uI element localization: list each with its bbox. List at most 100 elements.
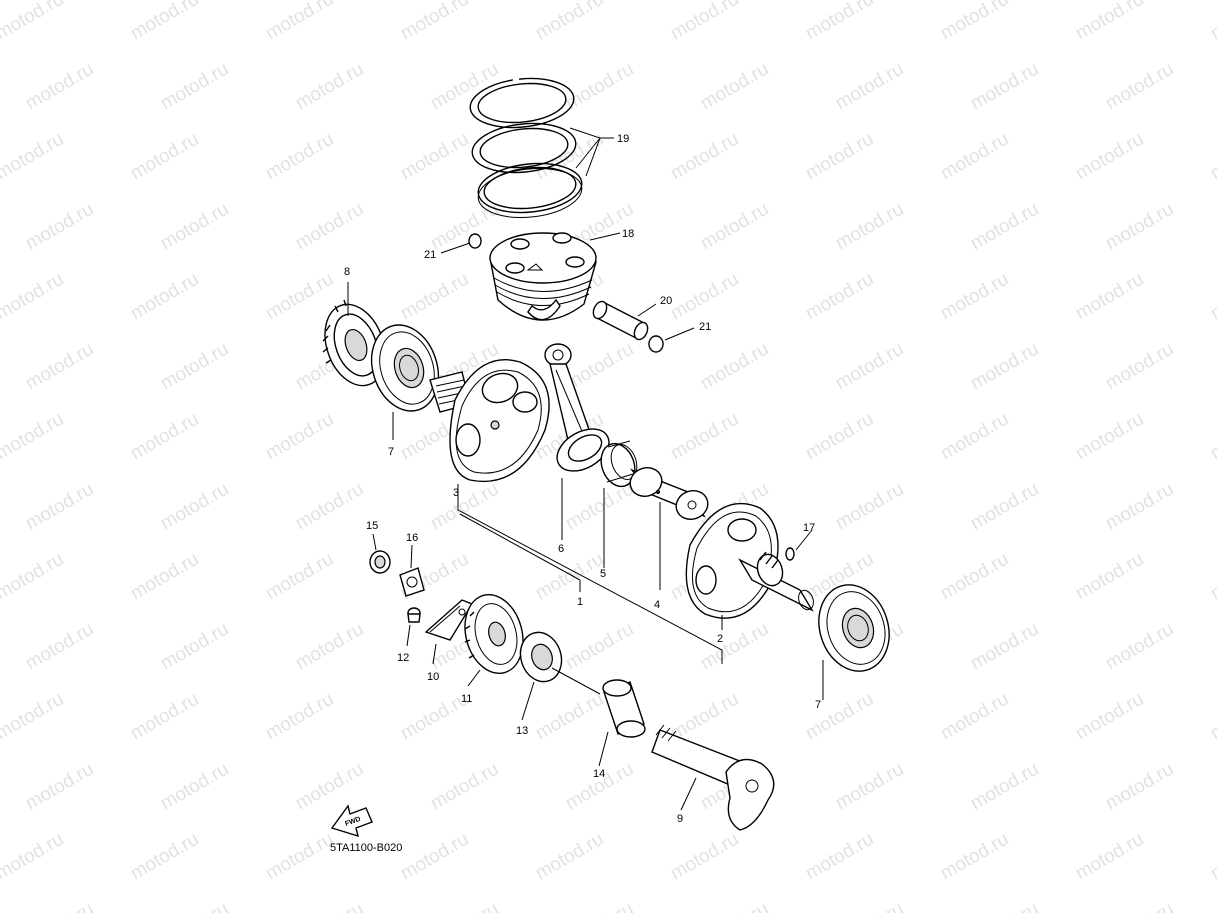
watermark-text: motod.ru <box>397 269 472 325</box>
callout-20: 20 <box>660 295 672 307</box>
callout-18: 18 <box>622 228 634 240</box>
callout-7: 7 <box>388 446 394 458</box>
watermark-text: motod.ru <box>127 409 202 465</box>
watermark-text: motod.ru <box>292 199 367 255</box>
watermark-text: motod.ru <box>832 339 907 395</box>
watermark-text: motod.ru <box>157 619 232 675</box>
watermark-text: motod.ru <box>1072 689 1147 745</box>
callout-9: 9 <box>677 813 683 825</box>
watermark-text: motod.ru <box>532 0 607 44</box>
watermark-text: motod.ru <box>967 59 1042 115</box>
balancer-needle-bearing <box>602 679 646 738</box>
watermark-text: motod.ru <box>127 0 202 44</box>
watermark-text: motod.ru <box>697 619 772 675</box>
watermark-text: motod.ru <box>832 759 907 815</box>
watermark-text: motod.ru <box>967 899 1042 913</box>
watermark-text: motod.ru <box>1207 409 1217 465</box>
watermark-text: motod.ru <box>262 129 337 185</box>
watermark-text: motod.ru <box>262 829 337 885</box>
watermark-text: motod.ru <box>157 479 232 535</box>
watermark-text: motod.ru <box>1102 59 1177 115</box>
watermark-text: motod.ru <box>562 759 637 815</box>
watermark-text: motod.ru <box>22 479 97 535</box>
watermark-text: motod.ru <box>697 899 772 913</box>
forward-arrow-icon: FWD <box>330 804 373 838</box>
watermark-text: motod.ru <box>127 829 202 885</box>
callout-16: 16 <box>406 532 418 544</box>
watermark-text: motod.ru <box>427 479 502 535</box>
watermark-text: motod.ru <box>0 549 67 605</box>
watermark-text: motod.ru <box>262 0 337 44</box>
watermark-text: motod.ru <box>22 759 97 815</box>
balancer-bearing <box>519 631 563 683</box>
watermark-text: motod.ru <box>1207 689 1217 745</box>
watermark-text: motod.ru <box>667 409 742 465</box>
callout-12: 12 <box>397 652 409 664</box>
watermark-text: motod.ru <box>22 899 97 913</box>
watermark-text: motod.ru <box>397 129 472 185</box>
watermark-text: motod.ru <box>802 269 877 325</box>
watermark-text: motod.ru <box>562 59 637 115</box>
watermark-text: motod.ru <box>1102 339 1177 395</box>
watermark-text: motod.ru <box>1072 269 1147 325</box>
callout-1: 1 <box>577 596 583 608</box>
watermark-text: motod.ru <box>0 689 67 745</box>
callout-21: 21 <box>424 249 436 261</box>
watermark-text: motod.ru <box>1207 549 1217 605</box>
watermark-text: motod.ru <box>292 619 367 675</box>
callout-14: 14 <box>593 768 605 780</box>
primary-drive-gear <box>322 299 386 387</box>
watermark-text: motod.ru <box>802 0 877 44</box>
watermark-text: motod.ru <box>937 269 1012 325</box>
callout-13: 13 <box>516 725 528 737</box>
watermark-text: motod.ru <box>1207 129 1217 185</box>
watermark-text: motod.ru <box>127 129 202 185</box>
watermark-text: motod.ru <box>1102 199 1177 255</box>
watermark-text: motod.ru <box>967 479 1042 535</box>
watermark-text: motod.ru <box>802 829 877 885</box>
callout-labels: 19 18 21 20 21 8 7 3 6 5 1 4 2 17 7 15 1… <box>344 133 821 825</box>
watermark-text: motod.ru <box>697 339 772 395</box>
balancer-collar <box>369 550 391 574</box>
lock-washer <box>399 567 425 597</box>
watermark-text: motod.ru <box>667 129 742 185</box>
watermark-text: motod.ru <box>1102 479 1177 535</box>
watermark-text: motod.ru <box>427 899 502 913</box>
watermark-text: motod.ru <box>667 269 742 325</box>
watermark-text: motod.ru <box>262 409 337 465</box>
woodruff-key <box>785 547 795 561</box>
watermark-text: motod.ru <box>832 59 907 115</box>
watermark-text: motod.ru <box>292 479 367 535</box>
piston-rings <box>469 76 583 218</box>
watermark-text: motod.ru <box>937 689 1012 745</box>
watermark-text: motod.ru <box>832 899 907 913</box>
watermark-text: motod.ru <box>292 759 367 815</box>
balancer-shaft <box>651 724 775 831</box>
watermark-text: motod.ru <box>1072 549 1147 605</box>
watermark-text: motod.ru <box>562 619 637 675</box>
watermark-text: motod.ru <box>1102 759 1177 815</box>
watermark-text: motod.ru <box>397 0 472 44</box>
leader-lines <box>347 127 824 811</box>
watermark-text: motod.ru <box>22 199 97 255</box>
watermark-text: motod.ru <box>967 339 1042 395</box>
callout-11: 11 <box>461 693 472 705</box>
watermark-text: motod.ru <box>1207 829 1217 885</box>
watermark-text: motod.ru <box>1072 129 1147 185</box>
callout-17: 17 <box>803 522 815 534</box>
callout-3: 3 <box>453 487 459 499</box>
watermark-text: motod.ru <box>1072 829 1147 885</box>
watermark-text: motod.ru <box>832 199 907 255</box>
callout-4: 4 <box>654 599 660 611</box>
watermark-text: motod.ru <box>667 689 742 745</box>
watermark-text: motod.ru <box>1072 409 1147 465</box>
watermark-text: motod.ru <box>127 689 202 745</box>
callout-2: 2 <box>717 633 723 645</box>
leader-line <box>551 667 601 695</box>
watermark-text: motod.ru <box>937 409 1012 465</box>
watermark-text: motod.ru <box>0 269 67 325</box>
watermark-text: motod.ru <box>0 409 67 465</box>
big-end-bearing <box>600 440 638 488</box>
watermark-text: motod.ru <box>697 199 772 255</box>
